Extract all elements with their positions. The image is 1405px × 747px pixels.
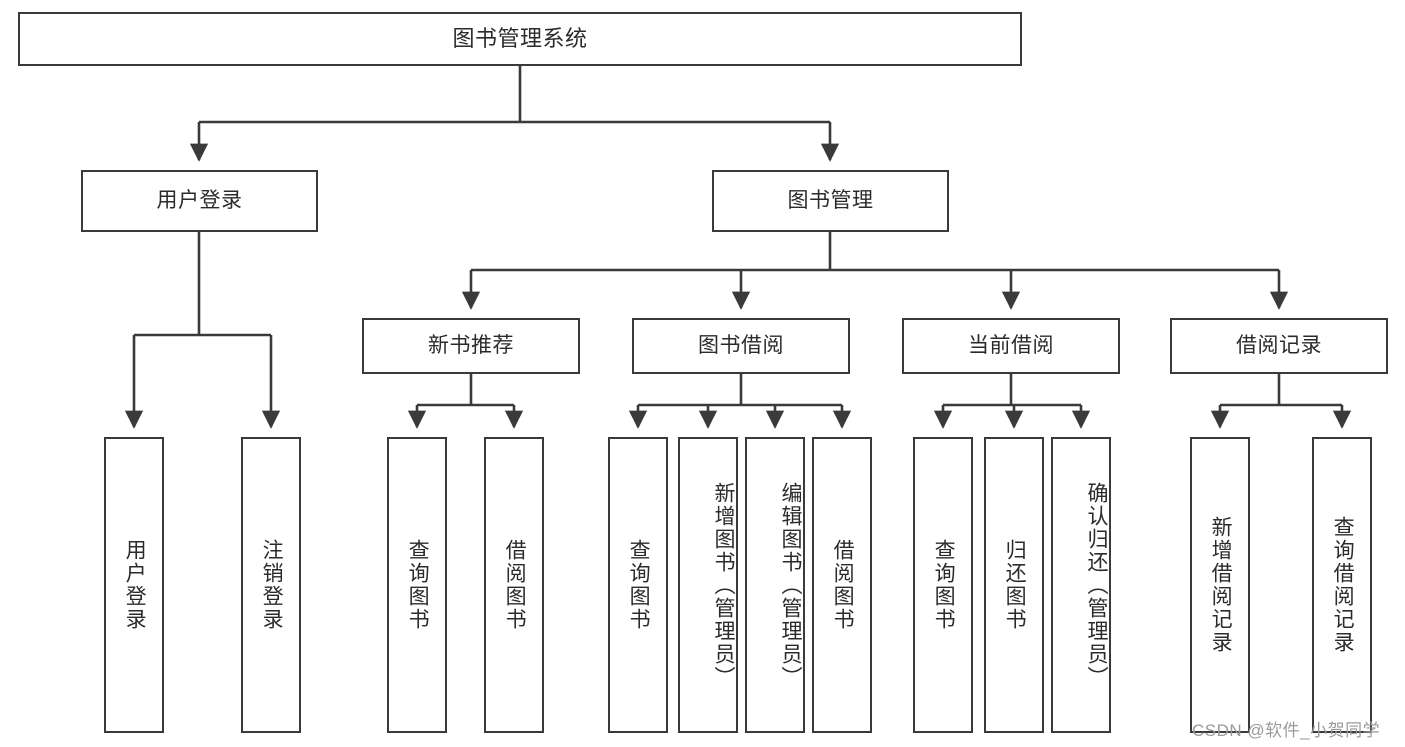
- node-new-book-recommend-label: 新书推荐: [428, 334, 514, 358]
- node-leaf-query-borrow-record[interactable]: 查询借阅记录: [1312, 437, 1372, 733]
- node-leaf-query-books-recommend-label: 查询图书: [406, 539, 430, 631]
- node-leaf-add-book-admin-label: 新增图书（管理员）: [712, 481, 735, 689]
- node-borrow-record-label: 借阅记录: [1236, 334, 1322, 358]
- node-leaf-borrow-books-recommend[interactable]: 借阅图书: [484, 437, 544, 733]
- node-new-book-recommend[interactable]: 新书推荐: [362, 318, 580, 374]
- node-root[interactable]: 图书管理系统: [18, 12, 1022, 66]
- node-leaf-add-borrow-record-label: 新增借阅记录: [1209, 516, 1233, 654]
- node-book-management-label: 图书管理: [787, 189, 874, 213]
- node-leaf-user-login[interactable]: 用户登录: [104, 437, 164, 733]
- node-leaf-query-books-current[interactable]: 查询图书: [913, 437, 973, 733]
- node-user-login-label: 用户登录: [156, 189, 243, 213]
- node-leaf-confirm-return-admin[interactable]: 确认归还（管理员）: [1051, 437, 1111, 733]
- node-leaf-query-borrow-record-label: 查询借阅记录: [1331, 516, 1355, 654]
- node-book-borrow-label: 图书借阅: [698, 334, 784, 358]
- node-leaf-edit-book-admin[interactable]: 编辑图书（管理员）: [745, 437, 805, 733]
- node-leaf-confirm-return-admin-label: 确认归还（管理员）: [1085, 481, 1108, 689]
- node-root-label: 图书管理系统: [452, 25, 588, 51]
- node-leaf-logout-login[interactable]: 注销登录: [241, 437, 301, 733]
- node-borrow-record[interactable]: 借阅记录: [1170, 318, 1388, 374]
- node-leaf-edit-book-admin-label: 编辑图书（管理员）: [779, 481, 802, 689]
- node-leaf-add-borrow-record[interactable]: 新增借阅记录: [1190, 437, 1250, 733]
- node-leaf-return-books-label: 归还图书: [1003, 539, 1027, 631]
- node-user-login[interactable]: 用户登录: [81, 170, 318, 232]
- node-current-borrow-label: 当前借阅: [968, 334, 1054, 358]
- node-current-borrow[interactable]: 当前借阅: [902, 318, 1120, 374]
- node-book-borrow[interactable]: 图书借阅: [632, 318, 850, 374]
- node-leaf-query-books-current-label: 查询图书: [932, 539, 956, 631]
- csdn-watermark: CSDN @软件_小贺同学: [1192, 721, 1381, 740]
- node-leaf-add-book-admin[interactable]: 新增图书（管理员）: [678, 437, 738, 733]
- node-leaf-query-books-recommend[interactable]: 查询图书: [387, 437, 447, 733]
- node-book-management[interactable]: 图书管理: [712, 170, 949, 232]
- node-leaf-query-books-borrow-label: 查询图书: [627, 539, 651, 631]
- node-leaf-borrow-books[interactable]: 借阅图书: [812, 437, 872, 733]
- node-leaf-logout-login-label: 注销登录: [260, 539, 284, 631]
- node-leaf-user-login-label: 用户登录: [123, 539, 147, 631]
- node-leaf-query-books-borrow[interactable]: 查询图书: [608, 437, 668, 733]
- node-leaf-borrow-books-label: 借阅图书: [831, 539, 855, 631]
- node-leaf-borrow-books-recommend-label: 借阅图书: [503, 539, 527, 631]
- node-leaf-return-books[interactable]: 归还图书: [984, 437, 1044, 733]
